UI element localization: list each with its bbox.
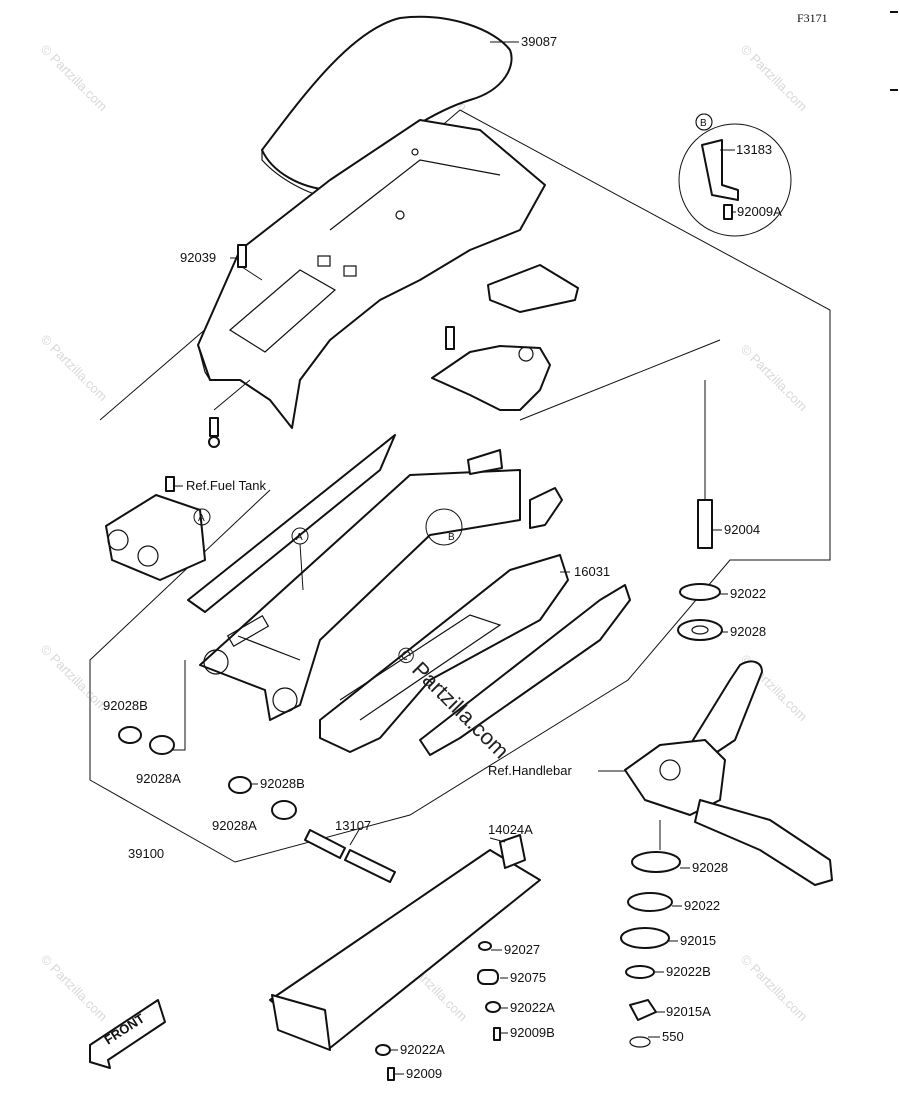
label-92028: 92028: [692, 860, 728, 875]
label-92075: 92075: [510, 970, 546, 985]
washer-stack-upper: [677, 583, 723, 641]
watermark: © Partzilla.com: [38, 332, 111, 405]
callout-a-frame: A: [291, 527, 309, 591]
label-92022A: 92022A: [400, 1042, 445, 1057]
svg-text:B: B: [448, 532, 455, 543]
label-92009: 92009: [406, 1066, 442, 1081]
label-92015: 92015: [680, 933, 716, 948]
label-leaders: [175, 41, 736, 1075]
callout-b-frame: B: [425, 508, 463, 546]
label-92022: 92022: [730, 586, 766, 601]
label-92004: 92004: [724, 522, 760, 537]
rivet: [208, 379, 251, 448]
frame-39100: [187, 434, 563, 721]
spring-92004: [697, 380, 713, 549]
label-13107: 13107: [335, 818, 371, 833]
label-550: 550: [662, 1029, 684, 1044]
handlebar-assembly: [624, 660, 833, 886]
part-labels: 39087 13183 92009A 92039 Ref.Fuel Tank 9…: [103, 34, 782, 1081]
label-39100: 39100: [128, 846, 164, 861]
watermark: © Partzilla.com: [38, 952, 111, 1025]
label-92009A: 92009A: [737, 204, 782, 219]
label-92028A: 92028A: [212, 818, 257, 833]
assembly-boundary-line: [89, 109, 831, 863]
label-ref-fuel-tank: Ref.Fuel Tank: [186, 478, 266, 493]
label-92039: 92039: [180, 250, 216, 265]
watermark: © Partzilla.com: [38, 642, 111, 715]
label-92022B: 92022B: [666, 964, 711, 979]
callout-b-detail: B: [695, 113, 713, 131]
figure-code: F3171: [797, 11, 828, 25]
label-92028: 92028: [730, 624, 766, 639]
svg-text:A: A: [296, 532, 303, 543]
leader-line: [519, 339, 721, 421]
label-92028A: 92028A: [136, 771, 181, 786]
watermark: © Partzilla.com: [738, 42, 811, 115]
fastener-group: [375, 941, 501, 1081]
skid-plate-14024A: [269, 834, 541, 1051]
label-92027: 92027: [504, 942, 540, 957]
label-92028B: 92028B: [260, 776, 305, 791]
bushing-group-left: [118, 726, 297, 820]
label-92022: 92022: [684, 898, 720, 913]
screw-92039: [237, 244, 263, 281]
callout-a-left: A: [193, 508, 211, 526]
label-92015A: 92015A: [666, 1004, 711, 1019]
svg-text:B: B: [700, 118, 707, 129]
fuel-tank-mount: [105, 476, 206, 581]
label-ref-handlebar: Ref.Handlebar: [488, 763, 572, 778]
watermark: © Partzilla.com: [738, 342, 811, 415]
body-panel-16031: [319, 554, 631, 756]
label-13183: 13183: [736, 142, 772, 157]
label-92028B: 92028B: [103, 698, 148, 713]
seat-latch-assembly: [431, 264, 579, 411]
label-92022A: 92022A: [510, 1000, 555, 1015]
svg-text:A: A: [198, 513, 205, 524]
label-14024A: 14024A: [488, 822, 533, 837]
watermark: © Partzilla.com: [38, 42, 111, 115]
seat-base: [197, 119, 546, 429]
watermark: © Partzilla.com: [738, 952, 811, 1025]
label-92009B: 92009B: [510, 1025, 555, 1040]
label-39087: 39087: [521, 34, 557, 49]
shaft-13107: [304, 829, 396, 883]
label-16031: 16031: [574, 564, 610, 579]
